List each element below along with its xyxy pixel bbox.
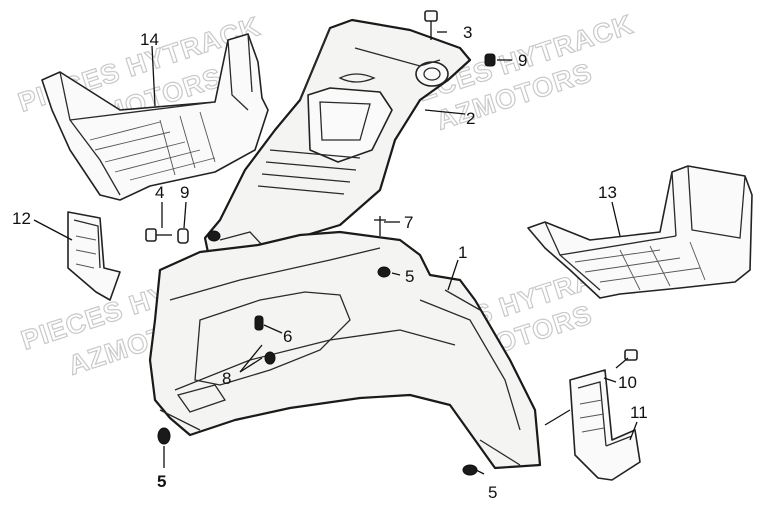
hardware-bolts [145,10,638,476]
callout-1: 1 [458,243,467,262]
screw-6-icon [254,315,264,331]
part-13-right-footrest [527,165,753,299]
grommet-5-lower-right-icon [462,464,478,476]
bolt-10-icon [615,349,638,369]
callout-11: 11 [630,403,648,422]
callout-2: 2 [466,109,475,128]
callout-14: 14 [140,30,159,49]
callout-9-upper: 9 [518,51,527,70]
part-1-front-fender [148,230,542,470]
nut-9-left-icon [177,228,189,244]
callout-5-upper: 5 [405,267,414,286]
callout-10: 10 [618,373,637,392]
callout-5-lower-left: 5 [157,472,166,491]
grommet-5-upper-icon [377,266,391,278]
bolt-4-icon [145,228,172,242]
part-2-front-upper-cover [203,18,472,264]
part-11-right-side-plate [569,369,641,481]
part-14-left-footrest [41,33,269,201]
callout-3: 3 [463,23,472,42]
bolt-3-icon [424,10,438,40]
leader-lines [33,31,638,475]
callout-6: 6 [283,327,292,346]
callout-labels: 14 1 2 3 9 4 9 12 13 7 5 6 8 5 5 10 11 [12,23,648,502]
callout-9-left: 9 [180,183,189,202]
part-12-left-side-plate [67,211,121,301]
callout-13: 13 [598,183,617,202]
callout-12: 12 [12,209,31,228]
callout-5-lower-right: 5 [488,483,497,502]
callout-4: 4 [155,183,164,202]
grommet-5-lower-left-icon [157,427,171,445]
callout-8: 8 [222,369,231,388]
callout-7: 7 [404,213,413,232]
pin-7-icon [374,216,386,236]
plate-8-icon [264,351,276,365]
nut-9-upper-icon [484,53,496,67]
